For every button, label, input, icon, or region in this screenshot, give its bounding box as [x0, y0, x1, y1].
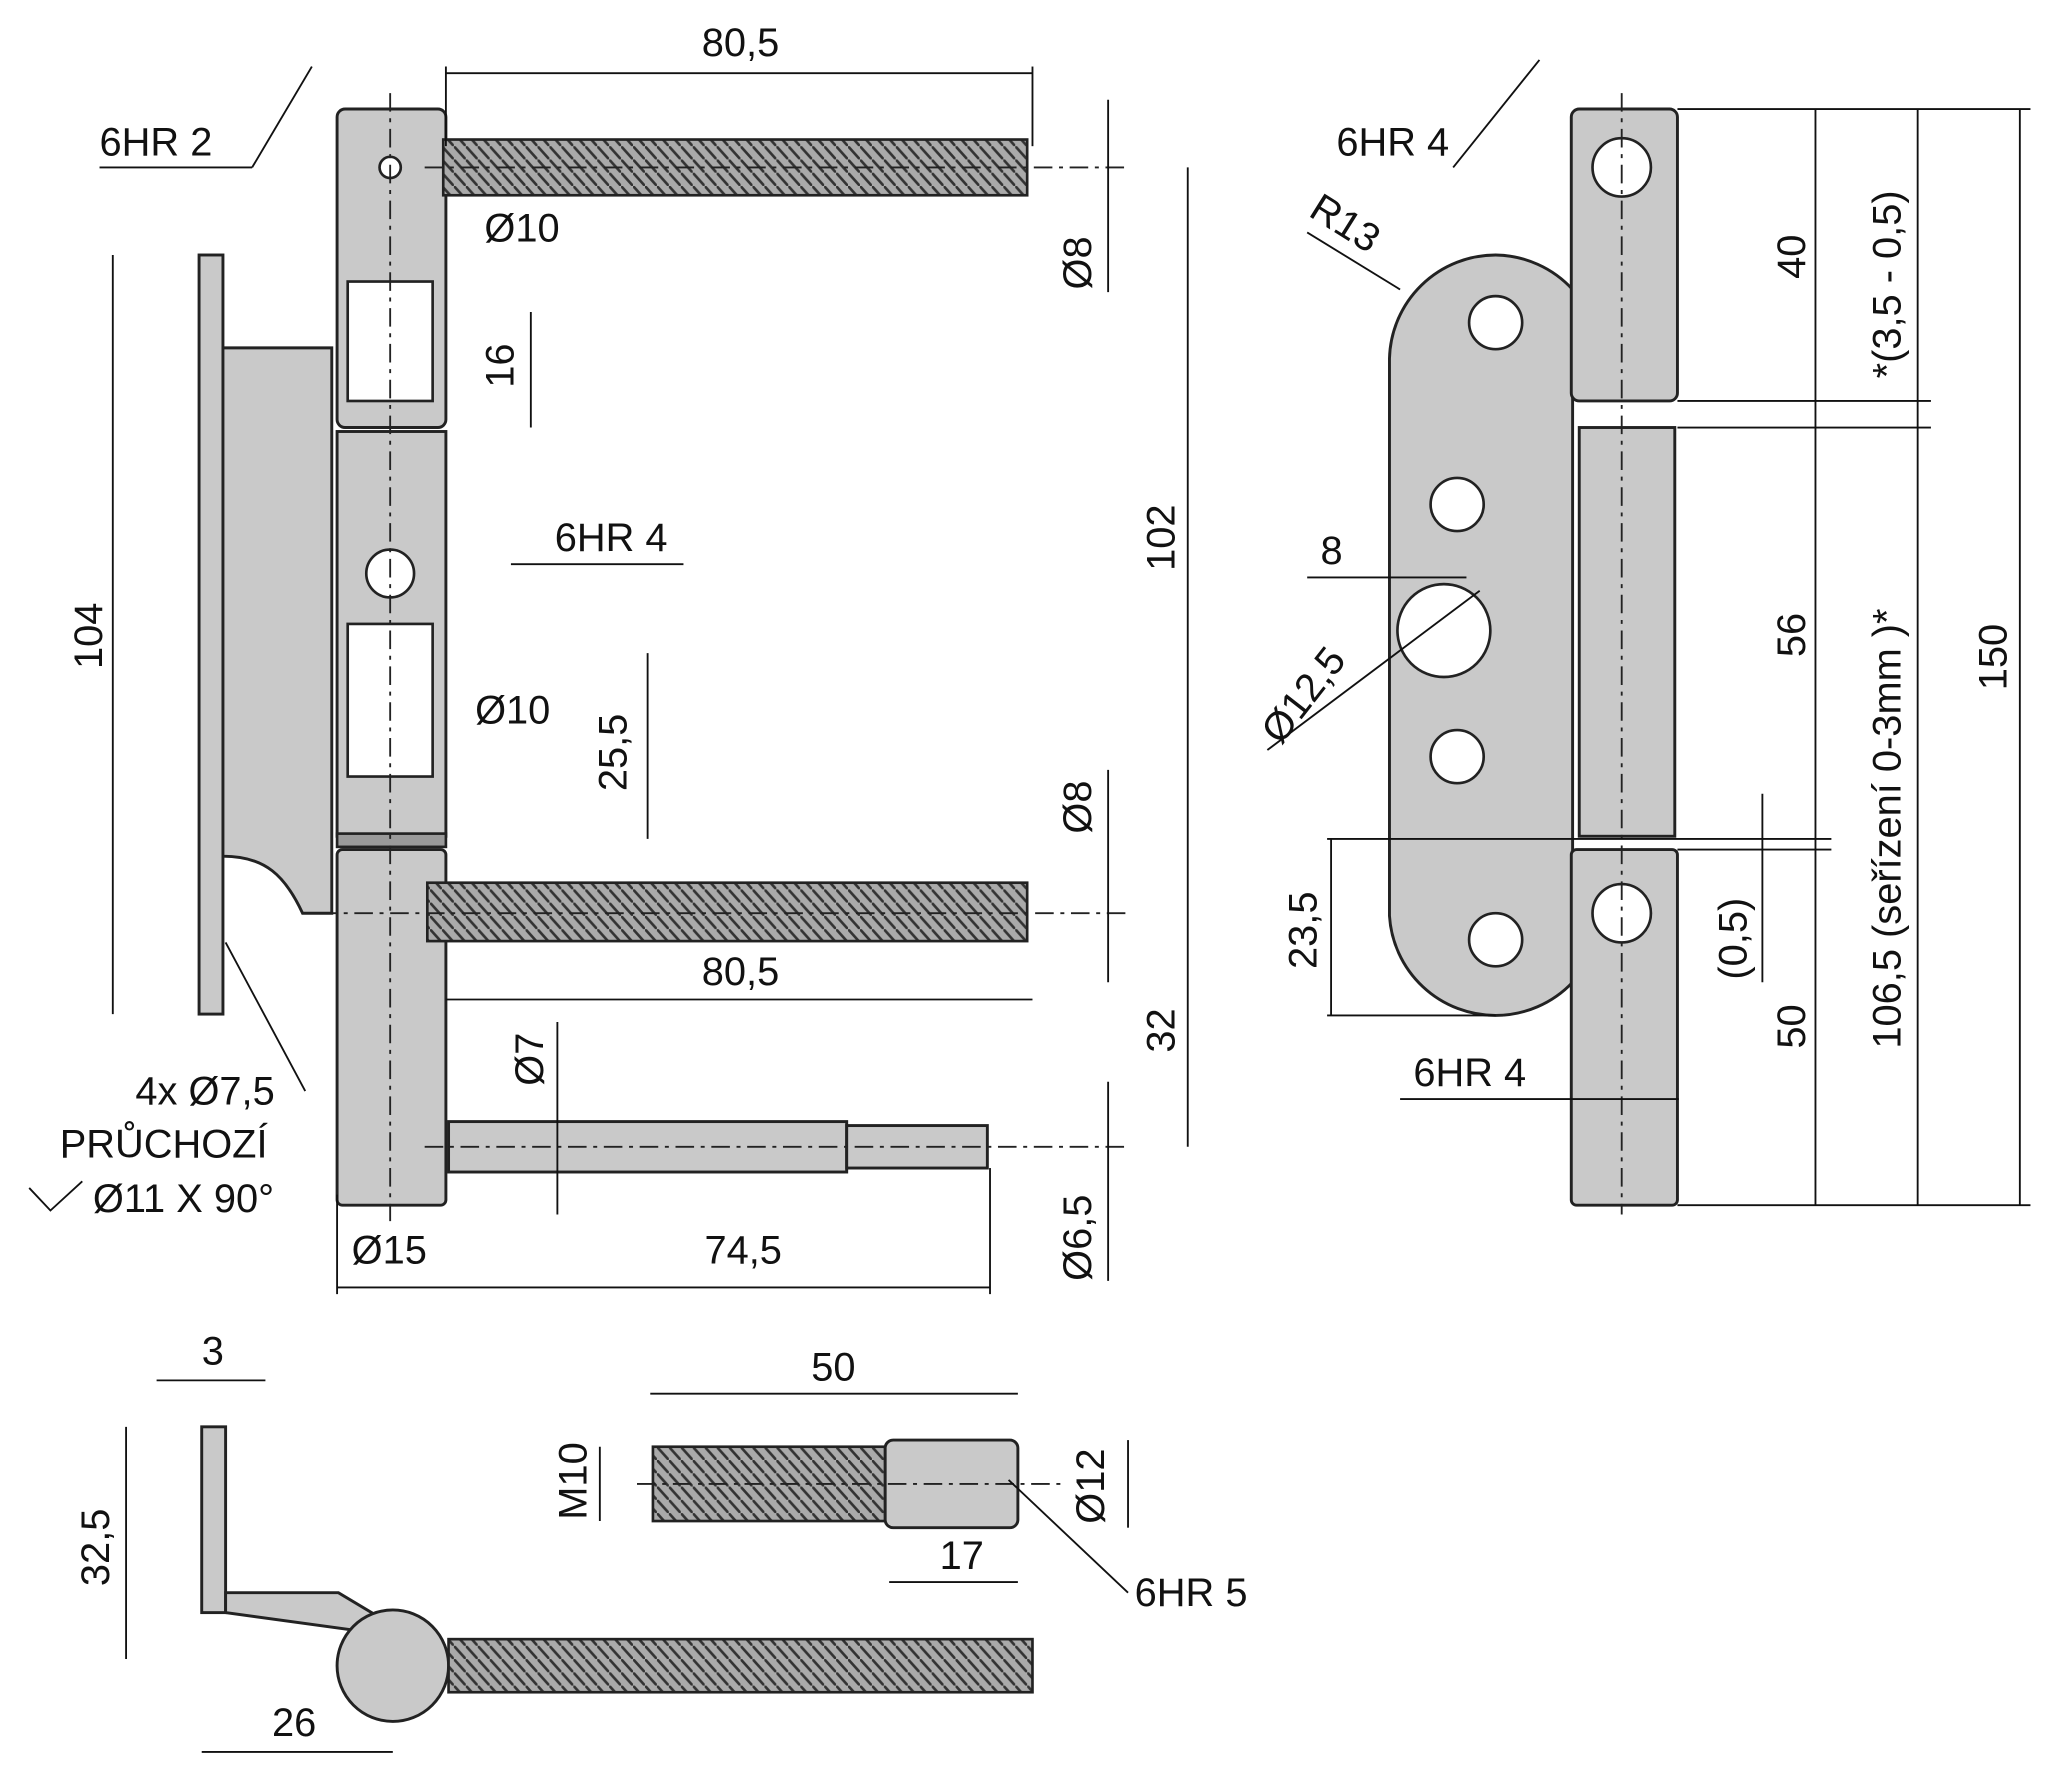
- front-dimension-lines: [99, 66, 1189, 1295]
- label-hex-top-left: 6HR 2: [100, 120, 213, 164]
- label-gap-0-5: (0,5): [1711, 898, 1755, 980]
- label-len-32-5: 32,5: [74, 1509, 118, 1586]
- label-len-8: 8: [1320, 529, 1342, 573]
- label-radius-13: R13: [1302, 185, 1387, 261]
- mounting-plate: [221, 346, 334, 915]
- top-view: [200, 1425, 1034, 1723]
- bottom-dimension-lines: [125, 1379, 1129, 1753]
- label-len-25-5: 25,5: [591, 714, 635, 791]
- label-len-74-5: 74,5: [704, 1229, 781, 1273]
- label-dia-screw-top: Ø8: [1056, 236, 1100, 289]
- label-len-40: 40: [1770, 235, 1814, 279]
- label-len-150: 150: [1972, 624, 2016, 690]
- label-thick-3: 3: [202, 1329, 224, 1373]
- label-adjust-note: 106,5 (seřízení 0-3mm )*: [1865, 608, 1909, 1048]
- screw-hole-1: [1467, 294, 1524, 351]
- side-view: [1388, 93, 1679, 1215]
- adjusting-bolt: [637, 1438, 1062, 1530]
- label-len-104: 104: [67, 603, 111, 669]
- plate-section: [200, 1425, 228, 1615]
- label-len-56: 56: [1770, 613, 1814, 657]
- bottom-screw: [447, 1637, 1034, 1694]
- label-hex-top-right: 6HR 4: [1336, 120, 1449, 164]
- label-adjust-range: *(3,5 - 0,5): [1865, 190, 1909, 378]
- side-dimension-lines: [1266, 59, 2031, 1207]
- label-hex-bottom-right: 6HR 4: [1413, 1051, 1526, 1095]
- right-middle-knuckle: [1577, 426, 1677, 838]
- bolt-thread: [651, 1445, 887, 1523]
- label-dia-pin-top: Ø10: [484, 207, 559, 251]
- label-dia-15: Ø15: [352, 1229, 427, 1273]
- right-lower-knuckle: [1569, 848, 1679, 1207]
- screw-hole-3: [1429, 728, 1486, 785]
- screw-hole-2: [1429, 476, 1486, 533]
- label-len-50-right: 50: [1770, 1004, 1814, 1048]
- mounting-plate-edge: [197, 253, 225, 1016]
- label-hex-mid-left: 6HR 4: [555, 516, 668, 560]
- knuckle-ring: [335, 832, 448, 849]
- lower-knuckle: [335, 848, 448, 1207]
- label-len-23-5: 23,5: [1281, 892, 1325, 969]
- label-holes-note: 4x Ø7,5: [135, 1069, 274, 1113]
- label-dia-12: Ø12: [1069, 1448, 1113, 1523]
- label-bolt-len-50: 50: [811, 1345, 855, 1389]
- label-thread-m10: M10: [552, 1442, 596, 1519]
- label-len-26: 26: [272, 1701, 316, 1745]
- lower-screw: [425, 881, 1029, 943]
- label-len-32: 32: [1139, 1008, 1183, 1052]
- knuckle-section: [335, 1608, 451, 1723]
- label-dia-pin-mid: Ø10: [475, 688, 550, 732]
- label-dia-6-5: Ø6,5: [1056, 1195, 1100, 1281]
- label-top-length: 80,5: [702, 21, 779, 65]
- label-len-16: 16: [479, 343, 523, 387]
- label-len-102: 102: [1139, 504, 1183, 570]
- label-dia-screw-mid: Ø8: [1056, 781, 1100, 834]
- screw-hole-4: [1467, 911, 1524, 968]
- label-mid-length: 80,5: [702, 950, 779, 994]
- center-hole: [1396, 582, 1492, 679]
- label-dia-pin-7: Ø7: [508, 1033, 552, 1086]
- countersink-icon: [28, 1180, 83, 1212]
- label-hex-bolt: 6HR 5: [1135, 1571, 1248, 1615]
- label-through-note: PRŮCHOZÍ: [60, 1119, 268, 1166]
- front-view: [197, 93, 1129, 1222]
- label-countersink: Ø11 X 90°: [93, 1177, 274, 1221]
- plate-arm: [224, 1591, 374, 1635]
- label-len-17: 17: [940, 1534, 984, 1578]
